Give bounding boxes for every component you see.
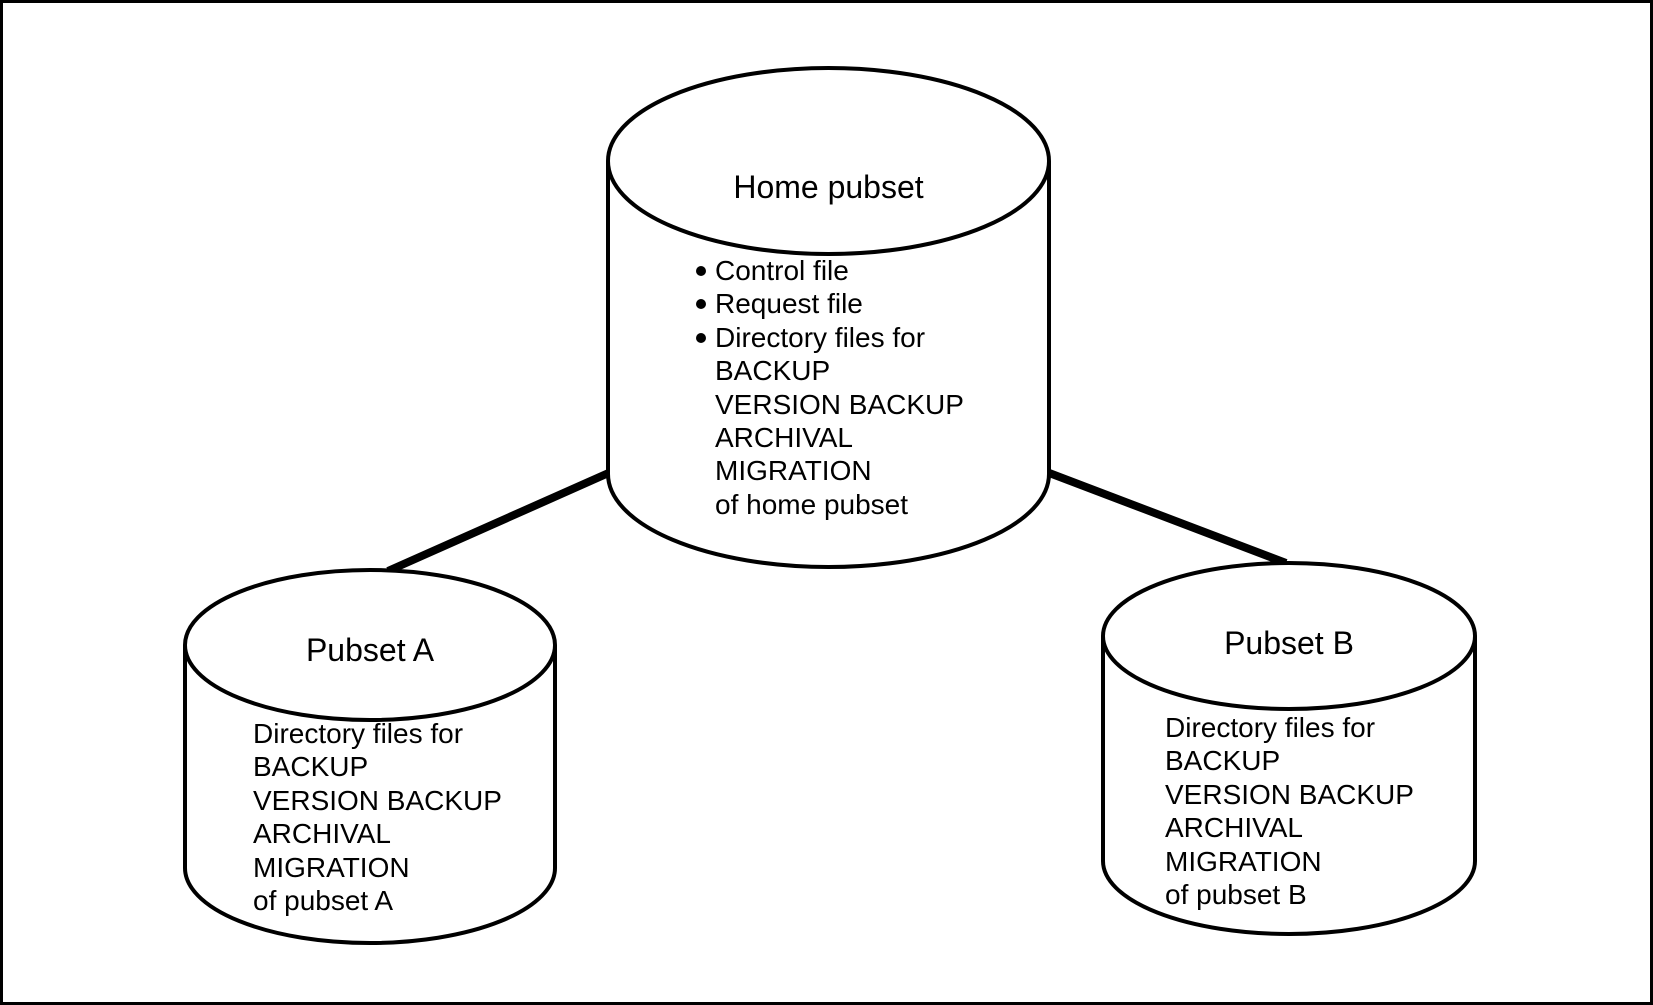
home-detail-line: VERSION BACKUP [715, 388, 964, 420]
pubset-a-cylinder-body [183, 645, 557, 945]
pubset-a-cylinder-top [183, 568, 557, 722]
pubset-b-title: Pubset B [1224, 625, 1354, 661]
connector-home-to-pubset-b [1042, 467, 1288, 567]
pubset-b-line: BACKUP [1165, 745, 1281, 777]
pubset-b-line: of pubset B [1165, 879, 1307, 911]
pubset-b-line: MIGRATION [1165, 845, 1322, 877]
pubset-a-contents: Directory files for BACKUP VERSION BACKU… [253, 717, 502, 917]
pubset-a-line: MIGRATION [253, 851, 410, 883]
home-detail-line: of home pubset [715, 488, 909, 520]
pubset-b-line: VERSION BACKUP [1165, 778, 1414, 810]
home-detail-line: MIGRATION [715, 455, 872, 487]
home-bullet-item: Request file [696, 287, 964, 320]
pubset-b-line: Directory files for [1165, 712, 1376, 743]
pubset-a-line: BACKUP [253, 751, 369, 783]
pubset-a-line: Directory files for [253, 718, 464, 749]
home-bullet-item: Control file [696, 254, 964, 287]
pubset-b-cylinder-body [1101, 636, 1477, 936]
pubset-a-title: Pubset A [305, 632, 435, 668]
pubset-b-cylinder-top [1101, 561, 1477, 711]
home-cylinder-top [606, 66, 1051, 256]
pubset-b-contents: Directory files for BACKUP VERSION BACKU… [1165, 711, 1414, 911]
home-pubset-contents: Control file Request file Directory file… [696, 254, 964, 521]
home-bullet-item: Directory files for [696, 321, 964, 354]
home-detail-line: BACKUP [715, 355, 831, 387]
pubset-a-line: of pubset A [253, 885, 394, 917]
pubset-a-line: ARCHIVAL [253, 818, 391, 850]
diagram-shapes [183, 66, 1477, 945]
pubset-b-line: ARCHIVAL [1165, 812, 1303, 844]
pubset-a-line: VERSION BACKUP [253, 784, 502, 816]
home-cylinder-body [606, 161, 1051, 569]
home-detail-line: ARCHIVAL [715, 422, 853, 454]
connector-home-to-pubset-a [386, 467, 615, 575]
home-pubset-title: Home pubset [733, 169, 924, 205]
